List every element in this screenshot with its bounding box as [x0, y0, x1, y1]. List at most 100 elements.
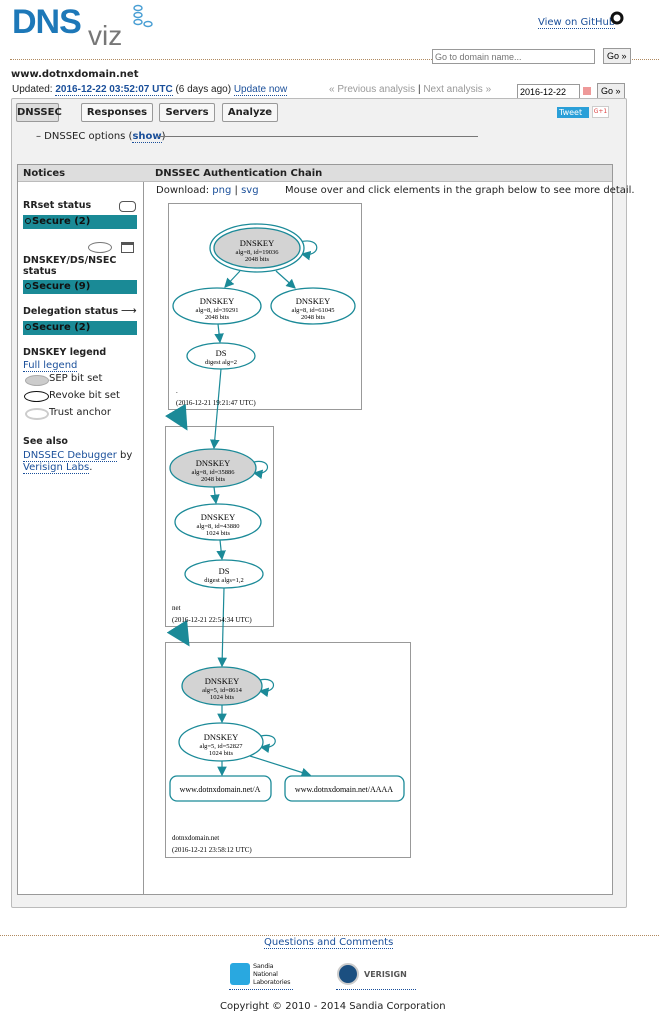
self-edge	[259, 734, 276, 754]
updated-time-link[interactable]: 2016-12-22 03:52:07 UTC	[55, 84, 173, 96]
svg-text:DNSKEY: DNSKEY	[200, 296, 234, 306]
svg-text:www.dotnxdomain.net/AAAA: www.dotnxdomain.net/AAAA	[295, 785, 393, 794]
zone-label: .	[176, 387, 178, 395]
logo[interactable]: DNS	[12, 3, 82, 41]
svg-text:2048 bits: 2048 bits	[245, 256, 269, 263]
dnskey-legend-title: DNSKEY legend	[23, 347, 107, 358]
tab-analyze[interactable]: Analyze	[222, 103, 278, 122]
ds-node[interactable]	[184, 559, 264, 589]
dnskey-node[interactable]	[178, 722, 264, 762]
dnssec-debugger-link[interactable]: DNSSEC Debugger	[23, 450, 117, 462]
dnskey-node[interactable]	[172, 287, 262, 325]
github-icon[interactable]	[610, 11, 624, 25]
rrset-status-badge[interactable]: Secure (2)	[23, 215, 137, 229]
search-go-button[interactable]: Go »	[603, 48, 631, 64]
separator: |	[417, 84, 421, 95]
edge	[249, 755, 312, 778]
tweet-button[interactable]: Tweet	[557, 107, 589, 118]
dnskey-node[interactable]	[174, 503, 262, 541]
rrset-node-a[interactable]	[169, 775, 272, 802]
column-divider	[143, 182, 144, 894]
tab-servers[interactable]: Servers	[159, 103, 215, 122]
self-edge	[252, 460, 269, 480]
legend-sep: SEP bit set	[49, 373, 103, 384]
content-header: Notices DNSSEC Authentication Chain	[18, 165, 612, 182]
dnskey-node[interactable]	[169, 448, 257, 488]
svg-text:DNSKEY: DNSKEY	[240, 238, 274, 248]
nsec-shape-icon	[121, 242, 134, 253]
domain-search-input[interactable]	[432, 49, 595, 64]
dnskey-node[interactable]	[181, 666, 263, 706]
ds-node[interactable]	[186, 342, 256, 370]
tab-dnssec[interactable]: DNSSEC	[16, 103, 62, 122]
dnskey-shape-icon	[88, 242, 112, 253]
options-label: – DNSSEC options (	[36, 131, 133, 142]
see-also-title: See also	[23, 436, 68, 447]
delegation-edge	[165, 403, 188, 431]
arrow-right-icon: ⟶	[121, 304, 137, 317]
edge	[209, 368, 222, 450]
previous-analysis[interactable]: « Previous analysis	[329, 84, 416, 95]
svg-text:2048 bits: 2048 bits	[205, 314, 229, 321]
rrset-shape-icon	[119, 201, 136, 212]
self-edge	[258, 678, 275, 698]
svg-text:alg=8, id=43880: alg=8, id=43880	[196, 523, 239, 530]
zone-label: dotnxdomain.net	[172, 834, 219, 842]
divider	[158, 136, 478, 137]
copyright: Copyright © 2010 - 2014 Sandia Corporati…	[220, 1001, 446, 1012]
verisign-labs-link[interactable]: Verisign Labs	[23, 462, 90, 474]
full-legend-link[interactable]: Full legend	[23, 360, 78, 372]
gplus-button[interactable]: G+1	[592, 106, 609, 118]
edge	[214, 323, 224, 344]
update-now-link[interactable]: Update now	[233, 84, 288, 96]
svg-text:DNSKEY: DNSKEY	[196, 458, 230, 468]
svg-text:alg=8, id=61045: alg=8, id=61045	[291, 307, 334, 314]
svg-text:alg=8, id=39291: alg=8, id=39291	[195, 307, 238, 314]
zone-time: (2016-12-21 19:21:47 UTC)	[176, 399, 256, 407]
self-edge	[299, 240, 318, 261]
dnskey-node[interactable]	[213, 227, 301, 269]
rrset-status-title: RRset status	[23, 200, 92, 211]
edge	[210, 486, 220, 505]
legend-revoke: Revoke bit set	[49, 390, 120, 401]
domain-title: www.dotnxdomain.net	[11, 69, 139, 80]
github-link[interactable]: View on GitHub	[538, 17, 616, 29]
svg-text:1024 bits: 1024 bits	[206, 530, 230, 537]
questions-link[interactable]: Questions and Comments	[264, 937, 394, 949]
delegation-edge	[166, 619, 190, 647]
delegation-status-badge[interactable]: Secure (2)	[23, 321, 137, 335]
svg-text:digest algs=1,2: digest algs=1,2	[204, 577, 243, 584]
download-png-link[interactable]: png	[212, 185, 232, 196]
svg-text:2048 bits: 2048 bits	[301, 314, 325, 321]
edge	[224, 270, 241, 288]
verisign-logo[interactable]: VERISIGN	[336, 962, 416, 990]
dnskey-status-title: DNSKEY/DS/NSEC status	[23, 255, 117, 277]
graph-hint: Mouse over and click elements in the gra…	[285, 185, 635, 196]
chain-title: DNSSEC Authentication Chain	[155, 168, 323, 179]
updated-line: Updated: 2016-12-22 03:52:07 UTC (6 days…	[12, 84, 288, 96]
logo-graph-icon	[133, 4, 153, 28]
edge	[216, 539, 226, 561]
svg-text:www.dotnxdomain.net/A: www.dotnxdomain.net/A	[180, 785, 261, 794]
zone-label: net	[172, 604, 181, 612]
zone-time: (2016-12-21 22:54:34 UTC)	[172, 616, 252, 624]
rrset-node-aaaa[interactable]	[284, 775, 405, 802]
svg-text:DS: DS	[219, 566, 230, 576]
dnskey-status-badge[interactable]: Secure (9)	[23, 280, 137, 294]
svg-text:1024 bits: 1024 bits	[209, 750, 233, 757]
sep-bit-icon	[25, 375, 49, 386]
svg-text:alg=5, id=52827: alg=5, id=52827	[199, 743, 243, 750]
zone-time: (2016-12-21 23:58:12 UTC)	[172, 846, 252, 854]
dnskey-node[interactable]	[270, 287, 356, 325]
download-line: Download: png | svg	[156, 185, 259, 196]
download-svg-link[interactable]: svg	[241, 185, 259, 196]
calendar-icon[interactable]	[583, 87, 591, 95]
options-show-link[interactable]: show	[132, 131, 162, 143]
revoke-bit-icon	[24, 391, 49, 402]
svg-text:DNSKEY: DNSKEY	[204, 732, 238, 742]
tab-responses[interactable]: Responses	[81, 103, 153, 122]
legend-trust-anchor: Trust anchor	[49, 407, 111, 418]
next-analysis[interactable]: Next analysis »	[423, 84, 492, 95]
